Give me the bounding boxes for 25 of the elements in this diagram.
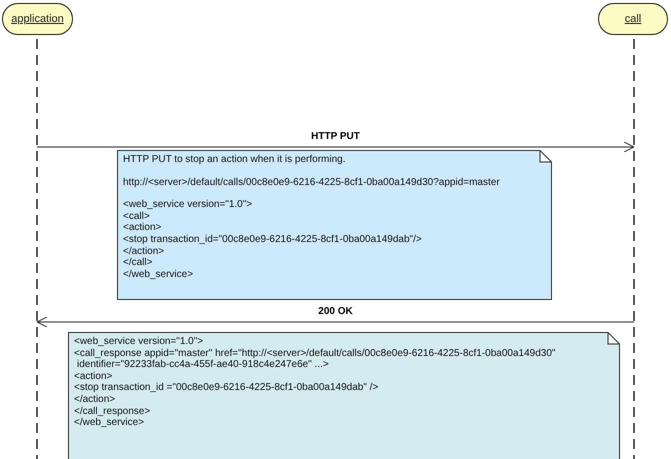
message-arrow [36,316,634,328]
code-line: <action> [74,370,114,382]
note-card [117,150,552,300]
code-line: </call_response> [74,406,152,418]
code-line: http://<server>/default/calls/00c8e0e9-6216-4225-8cf1-0ba00a149d30?appid=master [123,176,501,188]
code-line: </action> [123,246,166,258]
code-line: <stop transaction_id="00c8e0e9-6216-4225-8cf1-0ba00a149dab"/> [123,234,423,246]
note-text: HTTP PUT to stop an action when it is performing. [123,154,347,166]
code-line: <web_service version="1.0"> [74,336,204,348]
code-line: </web_service> [123,268,194,280]
participant-box: call [598,3,668,35]
message-arrow [36,142,634,152]
code-line: <action> [123,222,162,234]
code-line: identifier="92233fab-cc4a-455f-ae40-918c4e247e6e" ...> [76,359,330,371]
note-card [68,332,620,459]
code-line: <call_response appid="master" href="http://<server>/default/calls/00c8e0e9-6216-4225-8cf1-0ba00a149d30" [74,348,556,360]
code-line: <call> [123,210,151,222]
participant-box: application [2,3,73,35]
code-line: </call> [123,257,154,269]
message-label: 200 OK [316,306,355,317]
code-line: </web_service> [74,417,146,429]
message-label: HTTP PUT [309,131,362,142]
code-line: </action> [74,394,116,406]
code-line: <web_service version="1.0"> [123,199,254,211]
code-line: <stop transaction_id ="00c8e0e9-6216-4225-8cf1-0ba00a149dab" /> [74,382,380,394]
